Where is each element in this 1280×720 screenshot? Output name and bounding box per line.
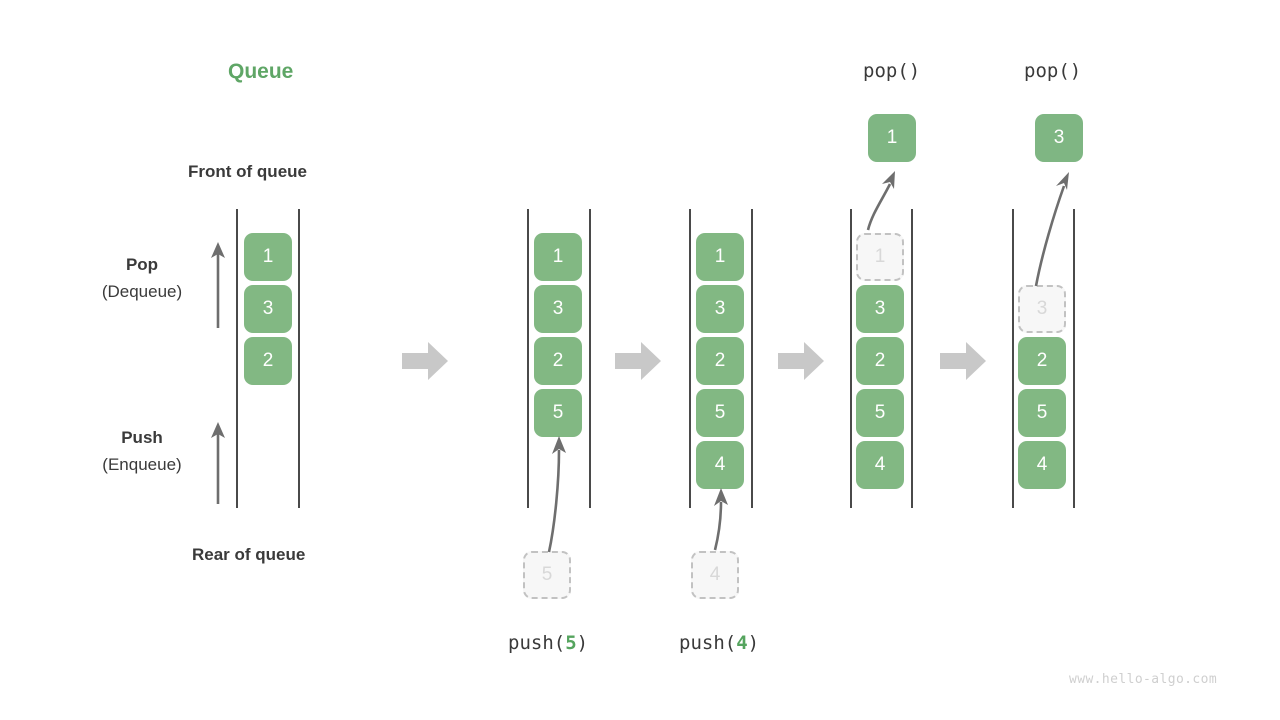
pop-label-1: pop() xyxy=(863,60,921,82)
queue-cell-ghost: 4 xyxy=(691,551,739,599)
flow-arrow-icon xyxy=(940,342,986,380)
push-label: Push (Enqueue) xyxy=(57,425,227,479)
queue-rail-right-col2 xyxy=(589,209,591,508)
push-motion-arrow xyxy=(535,432,575,554)
queue-cell: 1 xyxy=(534,233,582,281)
queue-cell: 2 xyxy=(696,337,744,385)
queue-cell: 1 xyxy=(244,233,292,281)
pop-label-2: pop() xyxy=(1024,60,1082,82)
flow-arrow-icon xyxy=(615,342,661,380)
push-label-sub: (Enqueue) xyxy=(102,455,182,474)
queue-cell: 5 xyxy=(856,389,904,437)
push-5-arg: 5 xyxy=(565,632,577,654)
rear-of-queue-label: Rear of queue xyxy=(192,545,306,564)
queue-rail-left-col5 xyxy=(1012,209,1014,508)
push-5-suffix: ) xyxy=(576,632,589,654)
push-5-label: push(5) xyxy=(508,632,588,654)
queue-cell: 2 xyxy=(856,337,904,385)
watermark: www.hello-algo.com xyxy=(1069,672,1218,687)
queue-rail-right-col3 xyxy=(751,209,753,508)
queue-rail-right-col5 xyxy=(1073,209,1075,508)
queue-cell: 3 xyxy=(244,285,292,333)
pop-label: Pop (Dequeue) xyxy=(57,252,227,306)
push-4-prefix: push( xyxy=(679,632,737,654)
queue-cell: 4 xyxy=(856,441,904,489)
queue-cell-ghost: 5 xyxy=(523,551,571,599)
pop-label-main: Pop xyxy=(125,255,159,274)
queue-cell: 3 xyxy=(534,285,582,333)
queue-cell: 3 xyxy=(856,285,904,333)
queue-rail-right-col4 xyxy=(911,209,913,508)
popped-element: 3 xyxy=(1035,114,1083,162)
push-direction-arrow xyxy=(206,420,230,506)
push-5-prefix: push( xyxy=(508,632,566,654)
pop-motion-arrow xyxy=(1024,168,1080,288)
flow-arrow-icon xyxy=(402,342,448,380)
queue-cell: 5 xyxy=(696,389,744,437)
queue-cell-new: 5 xyxy=(534,389,582,437)
queue-cell: 2 xyxy=(534,337,582,385)
queue-cell: 2 xyxy=(1018,337,1066,385)
popped-element: 1 xyxy=(868,114,916,162)
queue-cell: 1 xyxy=(696,233,744,281)
diagram-title: Queue xyxy=(228,60,294,83)
pop-motion-arrow xyxy=(862,168,908,232)
queue-rail-left-col4 xyxy=(850,209,852,508)
queue-cell: 4 xyxy=(1018,441,1066,489)
queue-cell: 2 xyxy=(244,337,292,385)
queue-cell-ghost: 3 xyxy=(1018,285,1066,333)
queue-cell-new: 4 xyxy=(696,441,744,489)
queue-cell: 5 xyxy=(1018,389,1066,437)
queue-rail-left-col1 xyxy=(236,209,238,508)
push-4-arg: 4 xyxy=(736,632,748,654)
flow-arrow-icon xyxy=(778,342,824,380)
push-motion-arrow xyxy=(703,486,739,552)
pop-direction-arrow xyxy=(206,240,230,330)
queue-cell: 3 xyxy=(696,285,744,333)
push-4-label: push(4) xyxy=(679,632,759,654)
pop-label-sub: (Dequeue) xyxy=(101,282,183,301)
front-of-queue-label: Front of queue xyxy=(188,162,307,181)
push-4-suffix: ) xyxy=(747,632,760,654)
push-label-main: Push xyxy=(121,428,163,447)
queue-cell-ghost: 1 xyxy=(856,233,904,281)
queue-rail-right-col1 xyxy=(298,209,300,508)
queue-rail-left-col3 xyxy=(689,209,691,508)
queue-rail-left-col2 xyxy=(527,209,529,508)
